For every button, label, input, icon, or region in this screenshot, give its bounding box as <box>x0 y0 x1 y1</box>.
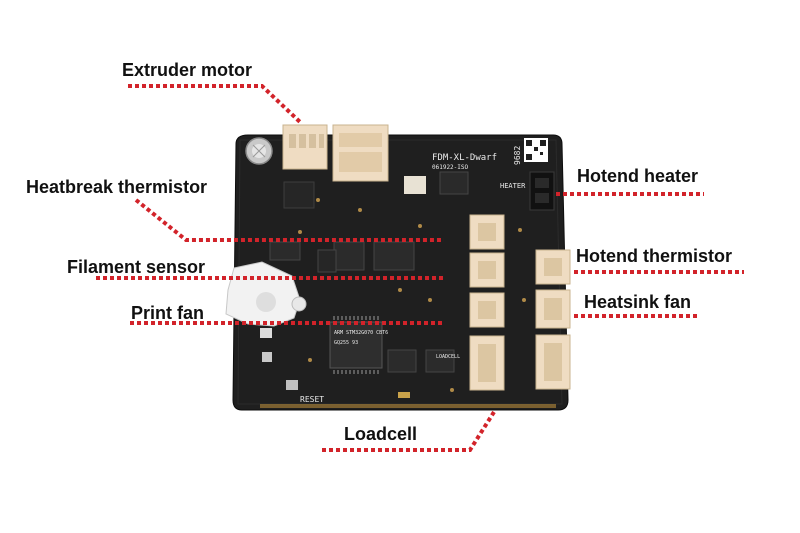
chip-bottom-right <box>425 349 455 373</box>
serial-silk: 9682 <box>513 146 522 165</box>
left-connector-3 <box>469 292 505 328</box>
reset-silk: RESET <box>300 395 324 404</box>
loadcell-silk: LOADCELL <box>436 354 460 360</box>
chip-top-left <box>283 181 315 209</box>
leader-heatbreak-thermistor <box>134 198 444 242</box>
label-print-fan: Print fan <box>131 303 205 323</box>
chip-mid <box>269 241 301 261</box>
chip-small <box>439 171 469 195</box>
small-connector <box>404 176 426 194</box>
mcu-marking: ARM STM32G070 CBT6 <box>334 330 388 336</box>
label-hotend-thermistor: Hotend thermistor <box>576 246 733 266</box>
left-connector-1 <box>469 214 505 250</box>
mcu-chip <box>329 316 383 374</box>
extruder-motor-connector <box>282 124 328 170</box>
mosfet-1 <box>333 241 365 271</box>
mosfet-2 <box>373 241 415 271</box>
board-name-silk: FDM-XL-Dwarf <box>432 153 497 163</box>
label-heatbreak-thermistor: Heatbreak thermistor <box>26 177 208 197</box>
heater-silk: HEATER <box>500 182 526 190</box>
label-hotend-heater: Hotend heater <box>577 166 699 186</box>
leader-extruder-motor <box>128 84 302 124</box>
label-loadcell: Loadcell <box>344 424 418 444</box>
left-connector-2 <box>469 252 505 288</box>
chip-bottom-mid <box>387 349 417 373</box>
label-extruder-motor: Extruder motor <box>122 60 253 80</box>
heater-connector <box>529 171 555 211</box>
right-connector-2 <box>535 289 571 329</box>
label-filament-sensor: Filament sensor <box>67 257 206 277</box>
main-connector <box>332 124 389 182</box>
left-connector-4 <box>469 335 505 391</box>
reset-button <box>286 380 298 390</box>
mcu-marking-line2: GQ255 93 <box>334 340 358 346</box>
leader-lines <box>96 84 744 452</box>
label-heatsink-fan: Heatsink fan <box>584 292 692 312</box>
qr-code <box>524 138 548 162</box>
board-edge <box>260 404 556 408</box>
board-revision-silk: 061922-ISO <box>432 164 469 171</box>
right-connector-1 <box>535 249 571 285</box>
right-connector-3 <box>535 334 571 390</box>
leader-loadcell <box>322 410 496 452</box>
